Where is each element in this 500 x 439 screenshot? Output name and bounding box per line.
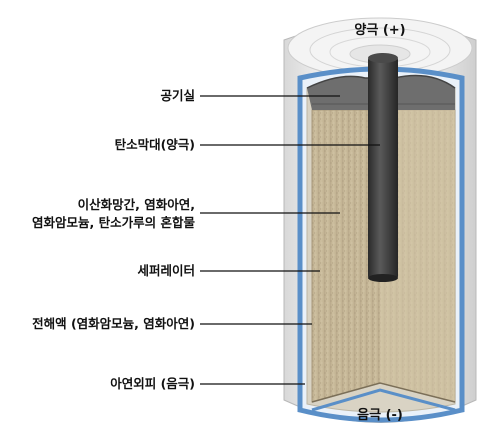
air-chamber-label: 공기실 xyxy=(160,88,195,103)
leader-lines xyxy=(200,95,380,385)
positive-terminal-label: 양극 (+) xyxy=(354,23,406,38)
mixture-label-line2: 염화암모늄, 탄소가루의 혼합물 xyxy=(32,215,195,230)
negative-terminal-label: 음극 (-) xyxy=(357,408,403,423)
electrolyte-label: 전해액 (염화암모늄, 염화아연) xyxy=(32,316,195,331)
mixture-label-line1: 이산화망간, 염화아연, xyxy=(77,197,195,212)
zinc-case-label: 아연외피 (음극) xyxy=(110,376,195,391)
carbon-rod-label: 탄소막대(양극) xyxy=(114,137,195,152)
separator-label: 세퍼레이터 xyxy=(137,263,195,278)
carbon-rod xyxy=(368,58,398,278)
